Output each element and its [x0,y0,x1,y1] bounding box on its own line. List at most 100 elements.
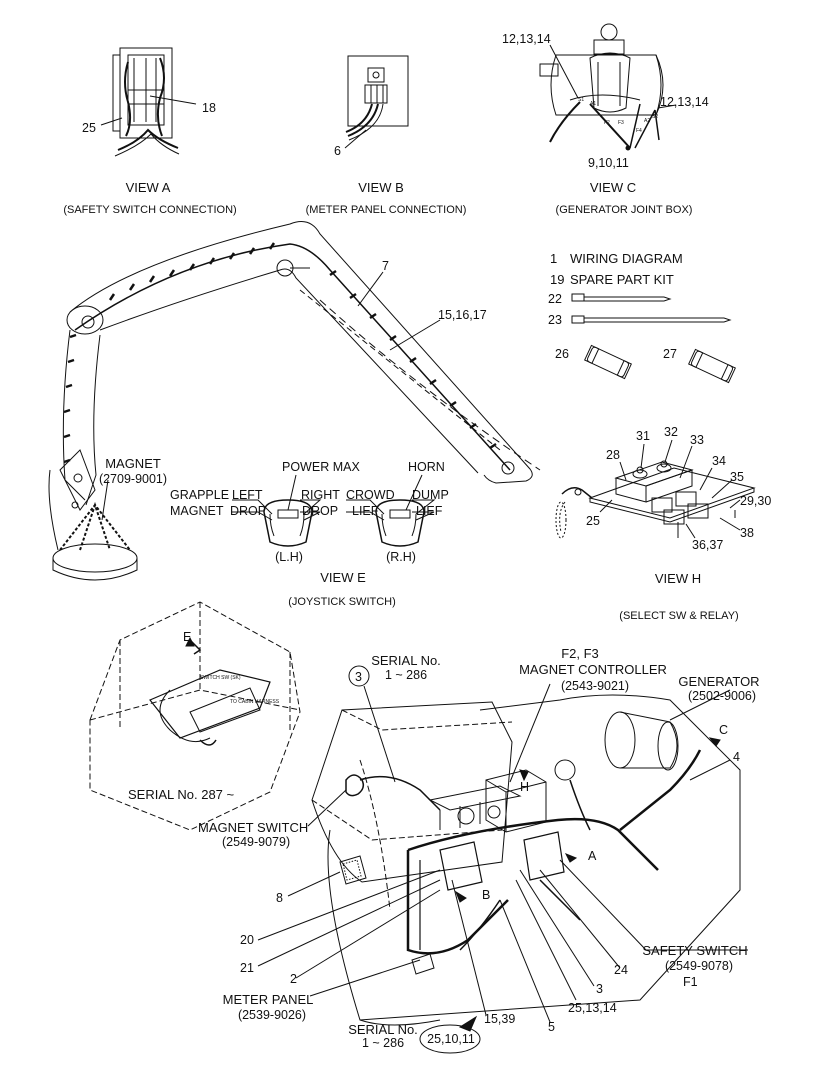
cab-callout-4: 4 [733,750,740,764]
meter-panel-label: METER PANEL [222,992,314,1007]
bottom-oval-label: 25,10,11 [427,1032,475,1046]
view-h-callout-32: 32 [664,425,678,439]
view-h-callout-29-30: 29,30 [740,494,772,508]
cab-callout-21: 21 [240,961,254,975]
joystick-left: LEFT [232,488,263,502]
cab-callout-2: 2 [290,972,297,986]
generator-label: GENERATOR [678,674,760,689]
view-c-title: VIEW C [589,180,637,195]
serial-287-label: SERIAL No. 287 ~ [128,787,235,802]
mark-c: C [719,723,729,737]
view-b-title: VIEW B [358,180,404,195]
joystick-grapple: GRAPPLE [170,488,230,502]
cab-callout-24: 24 [614,963,628,977]
serial-bottom-title: SERIAL No. [348,1022,418,1037]
svg-text:S2: S2 [652,114,658,120]
parts-item-label: WIRING DIAGRAM [570,251,683,266]
view-h-callout-33: 33 [690,433,704,447]
joystick-rh: (R.H) [386,550,416,564]
view-a-drawing [101,48,196,156]
joystick-power-max: POWER MAX [282,460,360,474]
mark-a: A [588,849,597,863]
parts-item-num: 23 [548,313,562,327]
view-b-callout-6: 6 [334,144,341,158]
joystick-right: RIGHT [301,488,340,502]
parts-item-num: 27 [663,347,677,361]
cab-callout-25-13-14: 25,13,14 [568,1001,617,1015]
joystick-drop-right: DROP [302,504,339,518]
safety-switch-code: (2549-9078) [664,959,734,973]
joystick-lh: (L.H) [275,550,303,564]
joystick-magnet: MAGNET [170,504,224,518]
boom-callout-15: 15,16,17 [438,308,487,322]
view-h-callout-25: 25 [586,514,600,528]
view-h-callout-36-37: 36,37 [692,538,724,552]
parts-item-label: SPARE PART KIT [570,272,674,287]
view-e-caption: (JOYSTICK SWITCH) [288,596,396,608]
cab-callout-5: 5 [548,1020,555,1034]
view-a-title: VIEW A [125,180,171,195]
serial-286-title: SERIAL No. [371,653,441,668]
svg-text:S1: S1 [578,97,584,103]
meter-panel-code: (2539-9026) [237,1008,307,1022]
parts-icons [572,294,735,383]
view-h-callout-31: 31 [636,429,650,443]
generator-code: (2502-9006) [687,689,757,703]
joystick-drop-left: DROP [230,504,267,518]
cab-callout-15-39: 15,39 [484,1012,516,1026]
magnet-controller-code: (2543-9021) [560,679,630,693]
view-e-drawing [232,475,434,546]
fuse-f1-label: F1 [683,975,698,989]
view-c-callout-12a: 12,13,14 [502,32,551,46]
view-b-drawing [345,56,408,148]
view-a-callout-18: 18 [202,101,216,115]
view-b-caption: (METER PANEL CONNECTION) [305,204,467,216]
joystick-crowd: CROWD [346,488,395,502]
view-a-caption: (SAFETY SWITCH CONNECTION) [63,204,237,216]
view-c-callout-12b: 12,13,14 [660,95,709,109]
boom-callout-7: 7 [382,259,389,273]
svg-text:TO CABIN HARNESS: TO CABIN HARNESS [230,699,280,705]
boom-drawing [49,222,540,580]
main-cab-drawing [258,666,748,1053]
parts-item-num: 1 [550,251,558,266]
cab-serial-287-drawing: SWITCH SW (SK) TO CABIN HARNESS [90,602,300,830]
view-h-title: VIEW H [654,571,702,586]
cab-callout-3: 3 [596,982,603,996]
joystick-dump: DUMP [412,488,449,502]
mark-e: E [183,630,192,644]
mark-b: B [482,888,491,902]
mark-h: H [520,780,530,794]
magnet-label: MAGNET [105,456,161,471]
serial-bottom-range: 1 ~ 286 [361,1036,405,1050]
svg-text:F3: F3 [618,120,624,126]
magnet-switch-label: MAGNET SWITCH [198,820,309,835]
circle-3-label: 3 [355,670,362,684]
view-e-title: VIEW E [320,570,366,585]
view-h-callout-28: 28 [606,448,620,462]
svg-text:A2: A2 [644,118,650,124]
parts-item-num: 22 [548,292,562,306]
serial-286-range: 1 ~ 286 [384,668,428,682]
magnet-switch-code: (2549-9079) [222,835,291,849]
view-h-drawing [556,440,754,538]
magnet-controller-label: MAGNET CONTROLLER [519,662,667,677]
svg-text:SWITCH SW (SK): SWITCH SW (SK) [200,675,241,681]
view-c-drawing: S1 A1 F2 F3 A2 S2 F4 [540,24,676,150]
joystick-horn: HORN [408,460,445,474]
joystick-lief-right: LIEF [416,504,443,518]
view-c-callout-9: 9,10,11 [588,156,629,170]
view-h-callout-34: 34 [712,454,726,468]
magnet-controller-fuses: F2, F3 [561,646,599,661]
cab-callout-20: 20 [240,933,254,947]
joystick-lief-left: LIEF [352,504,379,518]
view-a-callout-25: 25 [82,121,96,135]
view-c-caption: (GENERATOR JOINT BOX) [555,204,693,216]
view-h-callout-38: 38 [740,526,754,540]
view-h-caption: (SELECT SW & RELAY) [619,610,739,622]
svg-text:F4: F4 [636,128,642,134]
safety-switch-label: SAFETY SWITCH [642,943,748,958]
view-h-callout-35: 35 [730,470,744,484]
cab-callout-8: 8 [276,891,283,905]
